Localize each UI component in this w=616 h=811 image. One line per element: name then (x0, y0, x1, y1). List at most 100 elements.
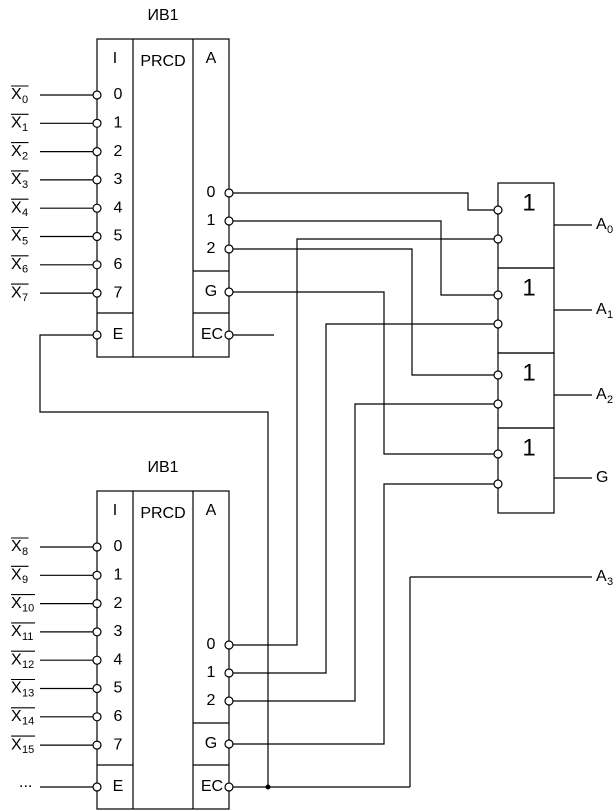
chip_bottom-input-label: X (11, 538, 22, 555)
chip_bottom-input-bubble (92, 570, 102, 580)
chip_top-input-bubble (92, 147, 102, 157)
chip_bottom-pin-e: E (113, 778, 124, 795)
top-out1-wire (229, 220, 498, 296)
chip_top-input-bubble (92, 203, 102, 213)
chip_bottom-input-label-sub: 10 (22, 603, 34, 615)
chip_top-input-label: X (11, 228, 22, 245)
chip_bottom-pin-in: 1 (114, 567, 123, 584)
or-gate-output-label: A (596, 216, 607, 233)
or-gate-output-label-sub: 0 (607, 224, 613, 236)
chip_top-input-bubble (92, 118, 102, 128)
chip_top-input-label-sub: 4 (22, 207, 28, 219)
chip_top-col-in-label: I (113, 50, 117, 67)
chip_bottom-input-label-sub: 15 (22, 744, 34, 756)
chip_bottom-input-label-sub: 14 (22, 716, 34, 728)
ec-junction-dot (265, 784, 271, 790)
or-gate-input-bubble (493, 370, 503, 380)
chip_top-input-label: X (11, 171, 22, 188)
chip_bottom-enable-bubble (92, 782, 102, 792)
chip_top-pin-out: 2 (207, 240, 216, 257)
or-gate (497, 427, 555, 514)
chip_top-title: ИВ1 (147, 7, 178, 24)
chip_bottom-input-label-sub: 9 (22, 574, 28, 586)
or-gate-input-bubble (493, 479, 503, 489)
chip_bottom-pin-out: 1 (207, 664, 216, 681)
chip_bottom-pin-in: 6 (114, 708, 123, 725)
chip_bottom-pin-in: 0 (114, 538, 123, 555)
chip_bottom-input-label: X (11, 736, 22, 753)
chip_top-input-label-sub: 6 (22, 264, 28, 276)
chip_bottom-col-mid-label: PRCD (140, 505, 185, 522)
or-gate-output-label-sub: 2 (607, 394, 613, 406)
chip_bottom-pin-out: 0 (207, 636, 216, 653)
or-gate-label: 1 (522, 434, 535, 461)
chip_bottom-input-bubble (92, 683, 102, 694)
chip_top-pin-e: E (113, 326, 124, 343)
chip_bottom-output-bubble (224, 696, 234, 706)
chip_bottom-col-out-label: A (206, 502, 217, 519)
chip_bottom-output-bubble (224, 668, 234, 678)
chip_bottom-input-label-sub: 11 (22, 631, 33, 643)
or-gate-input-bubble (493, 319, 503, 329)
bottom-out1-wire (229, 323, 498, 674)
chip_top-pin-in: 2 (114, 143, 123, 160)
chip_bottom-input-label-sub: 13 (22, 687, 34, 699)
chip_top-pin-in: 4 (114, 199, 123, 216)
bottom-g-wire (229, 483, 498, 745)
chip_top-pin-in: 0 (114, 86, 123, 103)
chip_top-pin-in: 7 (114, 284, 123, 301)
chip_bottom-pin-in: 5 (114, 680, 123, 697)
chip_top-input-bubble (92, 288, 102, 298)
or-gate-input-bubble (493, 205, 503, 215)
a3-output-label-sub: 3 (607, 576, 613, 588)
chip_bottom-pin-ec: EC (201, 778, 223, 795)
chip_bottom-input-label: X (11, 651, 22, 668)
chip_bottom-pin-in: 3 (114, 623, 123, 640)
chip_top-body (96, 38, 230, 358)
chip_bottom-input-bubble (92, 712, 102, 722)
chip_bottom-pin-in: 2 (114, 595, 123, 612)
chip_bottom-pin-in: 4 (114, 651, 123, 668)
chip_bottom-input-bubble (92, 655, 102, 665)
chip_top-group-bubble (224, 287, 234, 297)
chip_top-input-label: X (11, 115, 22, 132)
a3-output-label: A (596, 568, 607, 585)
chip_top-input-label-sub: 0 (22, 94, 28, 106)
chip_top-pin-out: 1 (207, 212, 216, 229)
or-gate-output-label: A (596, 386, 607, 403)
or-gate-input-bubble (493, 399, 503, 409)
or-gate-label: 1 (522, 189, 535, 216)
chip_bottom-group-bubble (224, 739, 234, 749)
or-gate-input-bubble (493, 290, 503, 300)
chip_bottom-ec-bubble (224, 782, 234, 792)
chip_top-output-bubble (224, 216, 234, 226)
chip_bottom-body (96, 490, 230, 810)
bubbles (92, 90, 503, 792)
chip_bottom-input-label: X (11, 595, 22, 612)
chip_top-pin-in: 6 (114, 256, 123, 273)
chip_top-enable-bubble (92, 330, 102, 340)
chip_top-pin-in: 1 (114, 115, 123, 132)
chip_bottom-pin-g: G (205, 735, 217, 752)
chip_top-input-label-sub: 5 (22, 235, 28, 247)
chip_top-input-label: X (11, 143, 22, 160)
or-gate-input-bubble (493, 234, 503, 244)
chip_top-col-out-label: A (206, 50, 217, 67)
cascade-enable-wire (39, 334, 269, 787)
chip_top-input-bubble (92, 260, 102, 270)
chip_top-pin-in: 3 (114, 171, 123, 188)
chip_bottom-input-bubble (92, 598, 102, 609)
top-out2-wire (229, 248, 498, 376)
chip_bottom-input-bubble (92, 542, 102, 552)
or-gate-output-label-sub: 1 (607, 309, 613, 321)
or-gate-input-bubble (493, 449, 503, 459)
chip_top-input-label: X (11, 256, 22, 273)
chip_top-input-label: X (11, 284, 22, 301)
chip_bottom-enable-ellipsis: ... (19, 774, 32, 791)
bottom-out0-wire (229, 238, 498, 646)
chip_bottom-input-label: X (11, 567, 22, 584)
top-out0-wire (229, 192, 498, 211)
bottom-out2-wire (229, 403, 498, 702)
